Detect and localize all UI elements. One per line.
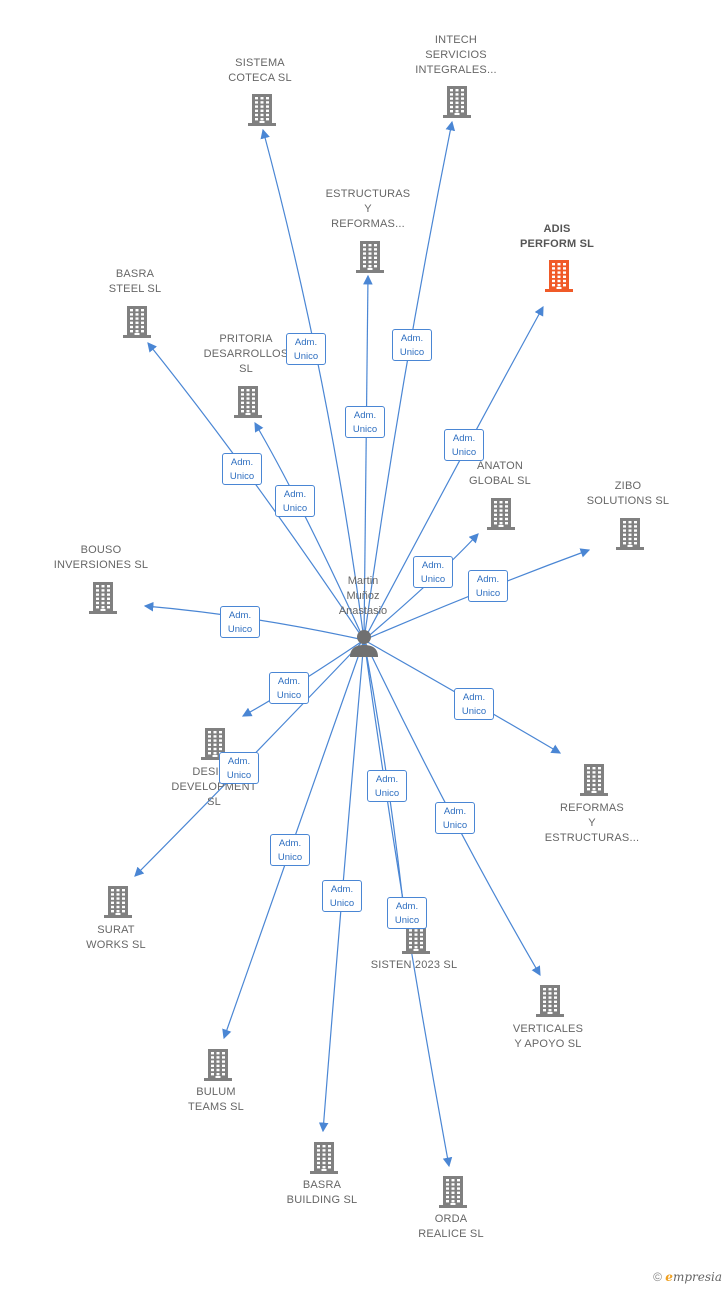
copyright-symbol: © [653,1270,662,1284]
footer-brand: © empresia [653,1270,722,1284]
node-label-sisten[interactable]: SISTEN 2023 SL [370,959,458,971]
building-icon-bouso[interactable] [88,580,118,614]
node-label-pritoria[interactable]: PRITORIA DESARROLLOS SL [203,333,289,375]
node-label-sistema-coteca[interactable]: SISTEMA COTECA SL [228,57,292,84]
role-badge-basra-building[interactable]: Adm. Unico [322,880,362,912]
building-icon-adis[interactable] [544,258,574,292]
building-icon-sistema-coteca[interactable] [247,92,277,126]
node-label-reformas[interactable]: REFORMAS Y ESTRUCTURAS... [544,802,640,844]
building-icon-reformas[interactable] [579,762,609,796]
node-label-bulum[interactable]: BULUM TEAMS SL [187,1086,244,1113]
role-badge-design[interactable]: Adm. Unico [269,672,309,704]
node-label-estructuras[interactable]: ESTRUCTURAS Y REFORMAS... [325,188,411,230]
role-badge-intech[interactable]: Adm. Unico [392,329,432,361]
role-badge-zibo[interactable]: Adm. Unico [468,570,508,602]
building-icon-estructuras[interactable] [355,239,385,273]
building-icon-verticales[interactable] [535,983,565,1017]
building-icon-pritoria[interactable] [233,384,263,418]
building-icon-surat[interactable] [103,884,133,918]
role-badge-adis[interactable]: Adm. Unico [444,429,484,461]
center-person-label: Martin Muñoz Anastasio [338,575,388,617]
node-label-basra-building[interactable]: BASRA BUILDING SL [286,1179,358,1206]
role-badge-anaton[interactable]: Adm. Unico [413,556,453,588]
building-icon-anaton[interactable] [486,496,516,530]
node-label-bouso[interactable]: BOUSO INVERSIONES SL [53,544,149,571]
node-label-verticales[interactable]: VERTICALES Y APOYO SL [512,1023,584,1050]
building-icon-intech[interactable] [442,84,472,118]
edge-sistema-coteca [260,128,365,641]
role-badge-surat[interactable]: Adm. Unico [219,752,259,784]
role-badge-pritoria[interactable]: Adm. Unico [275,485,315,517]
node-label-design[interactable]: DESIGN DEVELOPMENT SL [171,766,257,808]
building-icon-orda[interactable] [438,1174,468,1208]
role-badge-orda[interactable]: Adm. Unico [387,897,427,929]
role-badge-verticales[interactable]: Adm. Unico [435,802,475,834]
role-badge-basra-steel[interactable]: Adm. Unico [222,453,262,485]
node-label-surat[interactable]: SURAT WORKS SL [86,924,146,951]
building-icon-zibo[interactable] [615,516,645,550]
building-icon-basra-steel[interactable] [122,304,152,338]
role-badge-estructuras[interactable]: Adm. Unico [345,406,385,438]
node-label-basra-steel[interactable]: BASRA STEEL SL [108,268,162,295]
role-badge-sisten[interactable]: Adm. Unico [367,770,407,802]
role-badge-bulum[interactable]: Adm. Unico [270,834,310,866]
node-label-orda[interactable]: ORDA REALICE SL [418,1213,484,1240]
role-badge-sistema-coteca[interactable]: Adm. Unico [286,333,326,365]
edge-intech [363,120,456,641]
role-badge-bouso[interactable]: Adm. Unico [220,606,260,638]
person-icon[interactable] [348,627,380,659]
node-label-anaton[interactable]: ANATON GLOBAL SL [469,460,531,487]
node-label-adis[interactable]: ADIS PERFORM SL [519,223,595,250]
building-icon-basra-building[interactable] [309,1140,339,1174]
node-label-intech[interactable]: INTECH SERVICIOS INTEGRALES... [415,34,497,76]
node-label-zibo[interactable]: ZIBO SOLUTIONS SL [586,480,670,507]
edge-estructuras [363,274,373,641]
building-icon-bulum[interactable] [203,1047,233,1081]
brand-logo: empresia [665,1270,722,1284]
role-badge-reformas[interactable]: Adm. Unico [454,688,494,720]
